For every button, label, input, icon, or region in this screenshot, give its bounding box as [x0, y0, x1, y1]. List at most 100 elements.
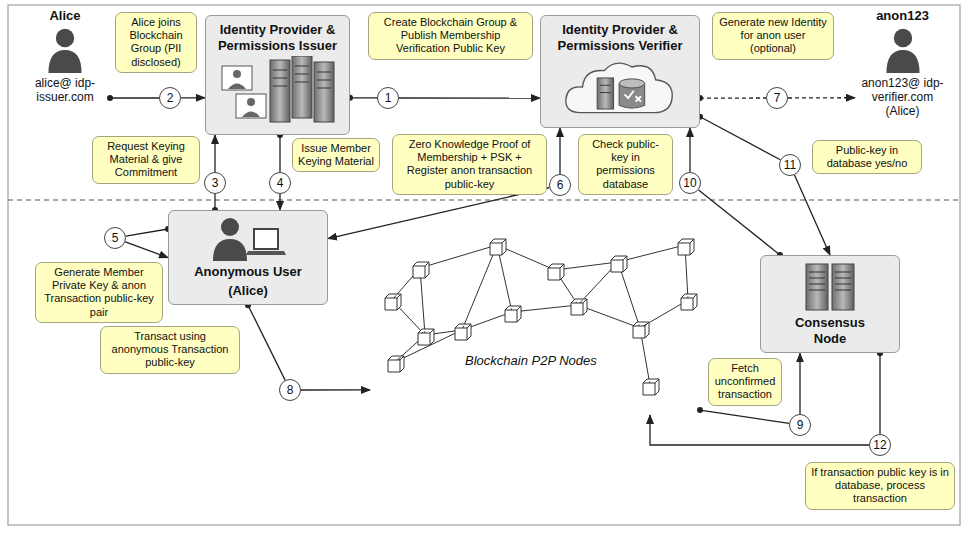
node-icon — [800, 262, 860, 312]
flow-connector — [328, 188, 549, 239]
flow-connector — [700, 97, 766, 98]
node-label: Zero Knowledge Proof of Membership + PSK… — [398, 138, 541, 191]
node-icon — [45, 27, 85, 73]
node-label: Anonymous User — [194, 264, 302, 280]
flow-connector — [301, 389, 370, 390]
network-cube — [385, 294, 401, 310]
flow-connector — [879, 353, 880, 434]
network-cube — [418, 329, 434, 345]
network-cube — [455, 324, 471, 340]
callout-number: 7 — [774, 91, 781, 105]
network-link — [462, 245, 497, 330]
callout-note: Public-key in database yes/no — [812, 140, 922, 174]
callout-number: 10 — [683, 176, 696, 190]
flow-connector — [700, 117, 780, 160]
flow-connector — [279, 135, 280, 172]
component-box: Anonymous User (Alice) — [168, 210, 328, 305]
network-cube — [490, 239, 506, 255]
node-label: (Alice) — [228, 283, 268, 299]
network-link — [618, 245, 685, 262]
callout-number: 3 — [212, 176, 219, 190]
network-link — [512, 305, 578, 312]
network-link — [420, 245, 497, 268]
node-label: Identity Provider & Permissions Issuer — [212, 22, 343, 53]
flow-connector — [788, 97, 855, 99]
flow-connector — [799, 353, 800, 414]
node-label: Issue Member Keying Material — [298, 142, 374, 168]
network-cube — [633, 322, 649, 338]
network-cube — [505, 306, 521, 322]
node-icon — [208, 217, 288, 261]
node-icon — [560, 56, 680, 120]
node-label: Request Keying Material & give Commitmen… — [98, 140, 194, 180]
flow-connector — [689, 128, 690, 172]
network-cube — [388, 356, 404, 372]
callout-note: Check public-key in permissions database — [578, 134, 673, 195]
network-cube — [643, 379, 659, 395]
callout-number: 11 — [784, 158, 796, 172]
node-label: If transaction public key is in database… — [811, 466, 949, 506]
node-label: Create Blockchain Group & Publish Member… — [374, 16, 527, 56]
flow-connector — [350, 97, 377, 98]
step-number-circle: 9 — [789, 414, 811, 436]
node-label: alice@ idp-issuer.com — [20, 76, 110, 105]
node-label: Check public-key in permissions database — [584, 138, 667, 191]
callout-number: 6 — [557, 178, 564, 192]
node-label: anon123 — [876, 8, 929, 24]
flow-connector — [181, 97, 205, 98]
node-label: Blockchain P2P Nodes — [465, 353, 597, 369]
callout-note: Request Keying Material & give Commitmen… — [92, 136, 200, 184]
callout-note: Alice joins Blockchain Group (PII disclo… — [115, 12, 197, 73]
callout-note: Generate new Identity for anon user (opt… — [712, 12, 834, 60]
connector-dot — [697, 407, 703, 413]
callout-note: Create Blockchain Group & Publish Member… — [368, 12, 533, 60]
step-number-circle: 5 — [104, 227, 126, 249]
step-number-circle: 1 — [377, 87, 399, 109]
step-number-circle: 7 — [766, 87, 788, 109]
node-label: Alice — [49, 8, 80, 24]
node-label: Generate new Identity for anon user (opt… — [718, 16, 828, 56]
network-cube — [611, 256, 627, 272]
step-number-circle: 4 — [269, 172, 291, 194]
callout-number: 1 — [385, 91, 392, 105]
node-label: Consensus Node — [784, 315, 876, 346]
step-number-circle: 10 — [679, 172, 701, 194]
flow-connector — [125, 242, 168, 258]
callout-note: Fetch unconfirmed transaction — [708, 358, 782, 406]
flow-connector — [699, 190, 780, 255]
callout-number: 12 — [873, 438, 886, 452]
node-label: Alice joins Blockchain Group (PII disclo… — [121, 16, 191, 69]
component-box: Consensus Node — [760, 255, 900, 353]
node-label: anon123@ idp-verifier.com (Alice) — [855, 76, 950, 119]
network-cube — [413, 262, 429, 278]
component-box: Identity Provider & Permissions Issuer — [205, 15, 350, 135]
callout-note: Issue Member Keying Material — [292, 138, 380, 172]
node-label: Transact using anonymous Transaction pub… — [106, 330, 234, 370]
callout-note: If transaction public key is in database… — [805, 462, 955, 510]
flow-connector — [650, 415, 869, 445]
node-label: Identity Provider & Permissions Verifier — [547, 22, 693, 53]
connector-dot — [107, 95, 113, 101]
divider-line — [8, 200, 960, 201]
callout-note: Transact using anonymous Transaction pub… — [100, 326, 240, 374]
step-number-circle: 12 — [869, 434, 891, 456]
flow-connector — [279, 194, 280, 210]
component-box: Identity Provider & Permissions Verifier — [540, 15, 700, 128]
flow-connector — [248, 305, 285, 380]
node-label: Public-key in database yes/no — [818, 144, 916, 170]
flow-connector — [110, 97, 159, 98]
network-cube — [548, 264, 564, 280]
flow-connector — [126, 229, 168, 236]
step-number-circle: 3 — [204, 172, 226, 194]
flow-connector — [559, 128, 560, 174]
node-icon — [883, 27, 923, 73]
node-label: Fetch unconfirmed transaction — [714, 362, 776, 402]
network-cube — [681, 294, 697, 310]
callout-number: 4 — [277, 176, 284, 190]
callout-number: 2 — [167, 91, 174, 105]
person-figure: anon123 anon123@ idp-verifier.com (Alice) — [855, 8, 950, 138]
callout-number: 5 — [112, 231, 119, 245]
callout-note: Zero Knowledge Proof of Membership + PSK… — [392, 134, 547, 195]
